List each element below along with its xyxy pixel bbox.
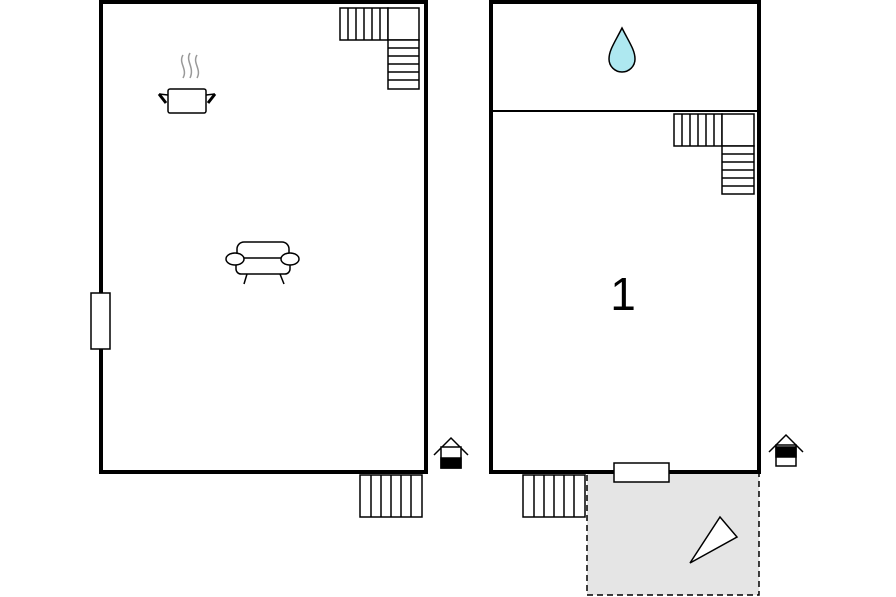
upper-floor-walls	[489, 0, 761, 474]
sofa-icon	[225, 241, 300, 285]
room-number-label: 1	[610, 268, 636, 320]
steps-icon	[359, 474, 423, 518]
water-drop-icon	[608, 26, 636, 73]
side-door	[90, 292, 111, 350]
ground-floor	[90, 0, 469, 518]
upper-floor: 1	[489, 0, 804, 596]
entrance-house-icon	[433, 436, 469, 469]
entrance-house-icon	[768, 433, 804, 467]
pot-icon	[157, 52, 217, 114]
steps-icon	[522, 474, 586, 518]
stairs-icon	[673, 113, 755, 195]
ground-floor-walls	[99, 0, 428, 474]
flag-icon	[689, 515, 739, 564]
stairs-icon	[339, 7, 420, 90]
terrace-door	[613, 462, 670, 483]
